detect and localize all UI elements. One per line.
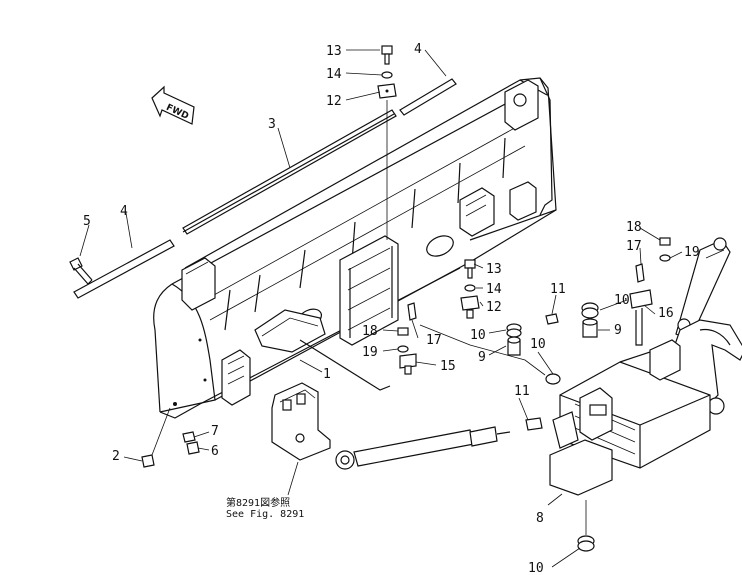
callout-11: 11: [550, 282, 566, 297]
see-fig-english: See Fig. 8291: [226, 509, 304, 520]
leader-lines: [79, 49, 683, 568]
callout-1: 1: [323, 367, 331, 382]
callout-18: 18: [626, 220, 642, 235]
callout-15: 15: [440, 359, 456, 374]
callout-13: 13: [486, 262, 502, 277]
lift-cylinder: [335, 426, 511, 470]
callout-4: 4: [414, 42, 422, 57]
callout-3: 3: [268, 117, 276, 132]
callout-13: 13: [326, 44, 342, 59]
callout-14: 14: [326, 67, 342, 82]
callout-8: 8: [536, 511, 544, 526]
callout-7: 7: [211, 424, 219, 439]
callout-16: 16: [658, 306, 674, 321]
forward-label: FWD: [164, 103, 190, 122]
bushings-right: [545, 302, 599, 385]
trunnion-base: [549, 339, 711, 496]
callout-10: 10: [614, 293, 630, 308]
end-bit-upper: [399, 78, 457, 116]
pin-16: [629, 237, 671, 346]
forward-arrow: FWD: [151, 85, 195, 125]
callouts: 13 14 12 4 3 5 4 13 14 12 18 17 19 15 10…: [83, 42, 700, 575]
bushing-bottom: [577, 535, 595, 552]
bolt-stack-top: [377, 45, 397, 240]
callout-12: 12: [486, 300, 502, 315]
callout-12: 12: [326, 94, 342, 109]
fitting-11-lower: [525, 417, 543, 431]
see-fig-japanese: 第8291図参照: [226, 496, 290, 509]
callout-10: 10: [528, 561, 544, 575]
bolt-5: [69, 257, 93, 285]
bushings-center: [506, 323, 522, 356]
cutting-edge: [182, 109, 397, 235]
hardware-2-6-7: [141, 431, 200, 468]
callout-5: 5: [83, 214, 91, 229]
callout-18: 18: [362, 324, 378, 339]
fitting-11-upper: [545, 313, 559, 325]
callout-9: 9: [478, 350, 486, 365]
callout-10: 10: [530, 337, 546, 352]
callout-4: 4: [120, 204, 128, 219]
bolt-stack-middle: [460, 259, 480, 319]
blade-assembly: [153, 77, 557, 419]
callout-11: 11: [514, 384, 530, 399]
trunnion-bracket: [271, 382, 331, 461]
end-bit-lower: [73, 239, 175, 299]
callout-19: 19: [362, 345, 378, 360]
callout-2: 2: [112, 449, 120, 464]
callout-6: 6: [211, 444, 219, 459]
callout-14: 14: [486, 282, 502, 297]
callout-17: 17: [626, 239, 642, 254]
callout-10: 10: [470, 328, 486, 343]
callout-9: 9: [614, 323, 622, 338]
tilt-cylinder: [675, 237, 731, 341]
grease-fitting-center: [397, 302, 417, 375]
callout-19: 19: [684, 245, 700, 260]
see-figure-note: 第8291図参照 See Fig. 8291: [226, 496, 304, 520]
callout-17: 17: [426, 333, 442, 348]
